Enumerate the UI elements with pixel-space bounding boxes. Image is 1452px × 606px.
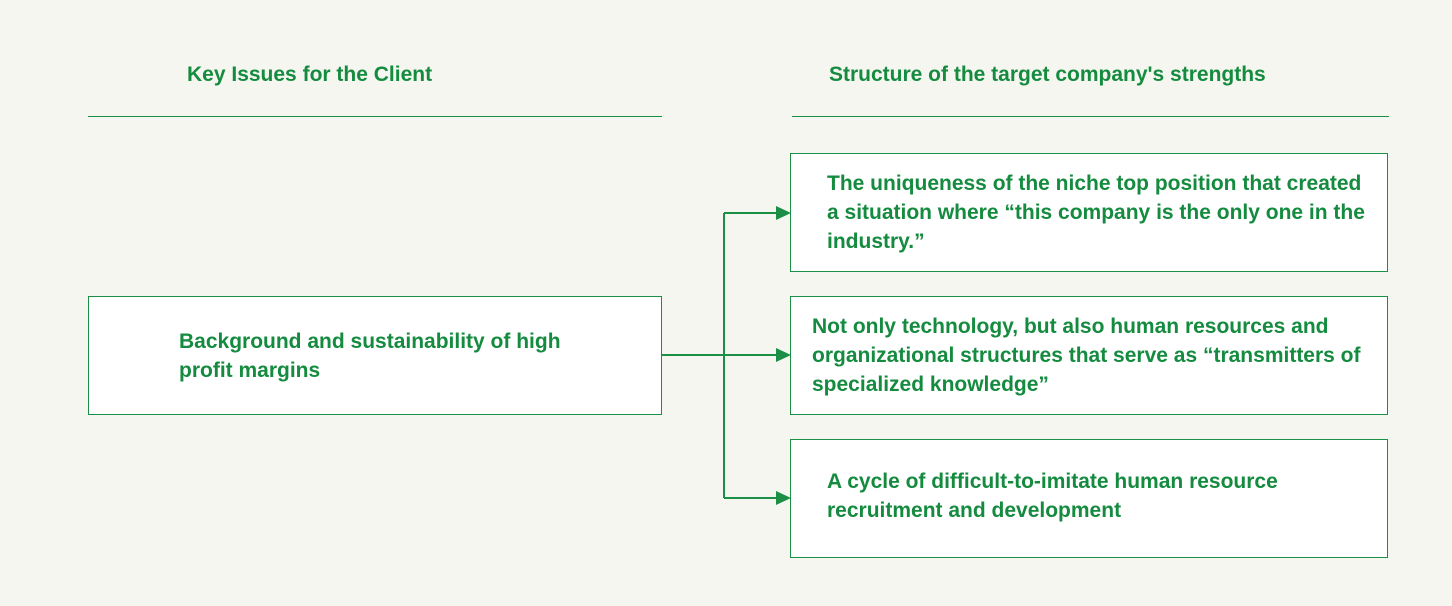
arrowhead-1 <box>776 206 791 220</box>
strength-text-knowledge-transmitters: Not only technology, but also human reso… <box>812 315 1361 396</box>
right-heading-divider <box>792 116 1389 117</box>
strength-text-niche-position: The uniqueness of the niche top position… <box>827 172 1365 253</box>
arrowhead-2 <box>776 348 791 362</box>
strength-box-knowledge-transmitters: Not only technology, but also human reso… <box>790 296 1388 415</box>
right-column-heading: Structure of the target company's streng… <box>829 63 1266 86</box>
left-heading-divider <box>88 116 662 117</box>
arrowhead-3 <box>776 491 791 505</box>
left-column-heading: Key Issues for the Client <box>187 63 433 86</box>
strength-box-niche-position: The uniqueness of the niche top position… <box>790 153 1388 272</box>
strength-box-hr-cycle: A cycle of difficult-to-imitate human re… <box>790 439 1388 558</box>
key-issue-text: Background and sustainability of high pr… <box>179 329 561 382</box>
key-issue-box: Background and sustainability of high pr… <box>88 296 662 415</box>
strength-text-hr-cycle: A cycle of difficult-to-imitate human re… <box>827 470 1278 522</box>
